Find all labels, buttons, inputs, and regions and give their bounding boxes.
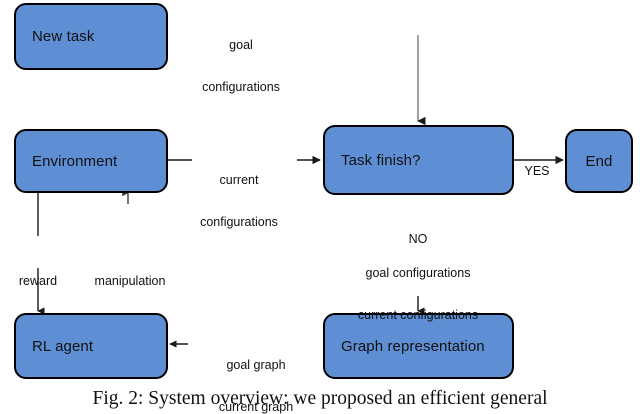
node-graph-representation-label: Graph representation: [341, 337, 485, 355]
edge-label-yes: YES: [508, 136, 566, 206]
node-graph-representation[interactable]: Graph representation: [323, 313, 514, 379]
node-task-finish[interactable]: Task finish?: [323, 125, 514, 195]
edge-label-reward-line1: reward: [18, 274, 58, 288]
edge-label-manipulation: manipulation: [84, 246, 176, 316]
edge-label-yes-line1: YES: [524, 164, 550, 178]
node-environment-label: Environment: [32, 152, 118, 170]
edge-label-goal-current-configurations-line1: goal configurations: [365, 266, 471, 280]
node-environment[interactable]: Environment: [14, 129, 168, 193]
edge-label-goal-current-configurations: goal configurations current configuratio…: [334, 238, 502, 350]
edge-label-goal-current-graph-line2: current graph: [218, 400, 294, 414]
edge-label-goal-configurations-line1: goal: [229, 38, 253, 52]
edge-label-current-configurations-line1: current: [219, 173, 259, 187]
edge-label-goal-configurations-line2: configurations: [202, 80, 280, 94]
node-end-label: End: [585, 152, 613, 170]
node-new-task-label: New task: [32, 28, 95, 45]
edge-label-current-configurations-line2: configurations: [200, 215, 278, 229]
edge-label-manipulation-line1: manipulation: [94, 274, 166, 288]
edge-label-no: NO: [394, 204, 442, 274]
figure-caption: Fig. 2: System overview: we proposed an …: [92, 388, 548, 409]
node-new-task[interactable]: New task: [14, 3, 168, 70]
node-task-finish-label: Task finish?: [341, 151, 421, 169]
node-end[interactable]: End: [565, 129, 633, 193]
edge-label-goal-current-graph-line1: goal graph: [226, 358, 286, 372]
edge-label-goal-current-configurations-line2: current configurations: [357, 308, 479, 322]
edge-label-reward: reward: [6, 246, 70, 316]
edge-label-goal-current-graph: goal graph current graph: [196, 330, 316, 414]
edge-label-goal-configurations: goal configurations: [181, 10, 301, 122]
node-rl-agent-label: RL agent: [32, 337, 94, 355]
edge-label-current-configurations: current configurations: [184, 145, 294, 257]
node-rl-agent[interactable]: RL agent: [14, 313, 168, 379]
edge-label-no-line1: NO: [408, 232, 428, 246]
